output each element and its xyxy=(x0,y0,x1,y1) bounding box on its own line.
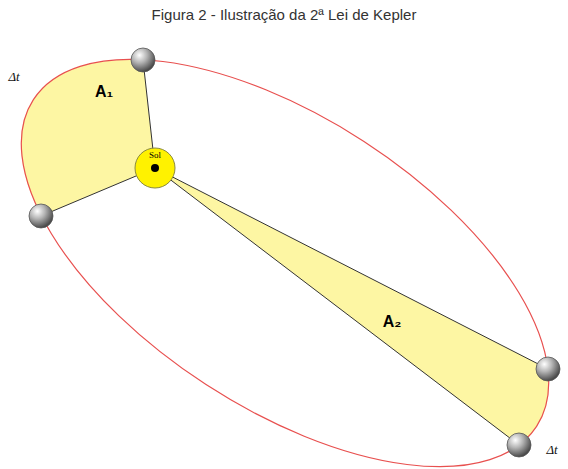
time-interval: Δt xyxy=(8,70,19,83)
area-sector xyxy=(21,60,155,216)
time-interval: Δt xyxy=(546,443,557,456)
sun-label: Sol xyxy=(148,151,162,160)
area-sector xyxy=(155,168,549,445)
figure-title: Figura 2 - Ilustração da 2ª Lei de Keple… xyxy=(152,7,417,22)
area-label: A₂ xyxy=(383,314,402,330)
radius-lines xyxy=(41,60,548,445)
sun-circle xyxy=(135,148,175,188)
sun-dot xyxy=(151,164,159,172)
planet-spheres xyxy=(29,48,560,457)
area-label: A₁ xyxy=(95,84,113,100)
